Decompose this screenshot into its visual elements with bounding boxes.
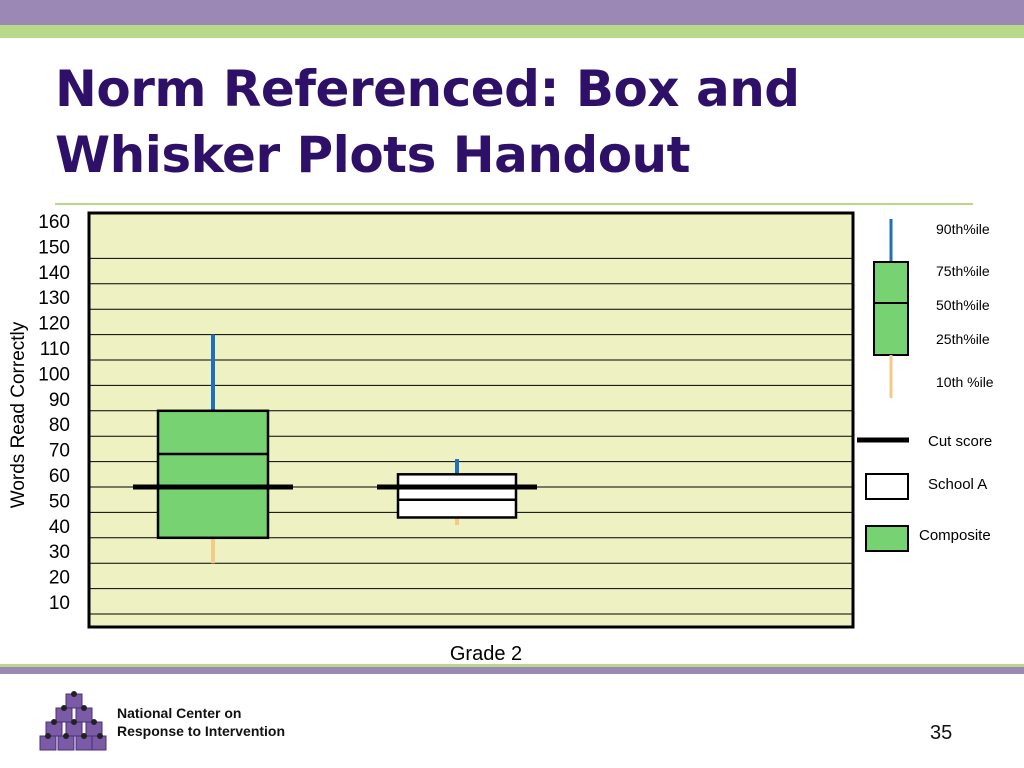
iqr-box [396,473,518,519]
y-axis-label: Words Read Correctly [8,321,29,508]
y-tick-label: 60 [49,466,70,487]
y-tick-label: 160 [38,212,70,233]
box-whisker-chart: 102030405060708090100110120130140150160 … [8,211,994,665]
y-tick-label: 100 [38,364,70,385]
legend-p10-label: 10th %ile [936,374,994,390]
legend-p90: 90th%ile [936,221,990,237]
legend-cut-score-label: Cut score [928,433,992,450]
y-tick-label: 110 [40,339,70,360]
legend-p90-label: 90th%ile [936,221,990,237]
y-tick-label: 120 [38,314,70,335]
legend-p25-label: 25th%ile [936,331,990,347]
bottom-green-band [0,664,1024,667]
legend-school-a-swatch [865,473,909,500]
ncrti-logo-icon [39,691,107,751]
y-tick-label: 40 [49,517,70,538]
slide-title-line-2: Whisker Plots Handout [55,126,691,184]
legend-school-a-label: School A [928,476,987,493]
gridlines [89,257,853,615]
y-axis-ticks: 10 20 30 40 50 60 70 80 90 100 110 120 130 140 150 160 [38,212,70,614]
y-tick-label: 150 [38,237,70,258]
legend-p25: 25th%ile [936,331,990,347]
slide-title: Norm Referenced: Box and Whisker Plots H… [55,56,855,188]
organization-name: National Center on Response to Intervent… [117,704,285,740]
plot-border [87,211,855,629]
top-green-band [0,25,1024,38]
iqr-box [156,409,270,540]
title-divider [55,203,973,205]
box-plots [133,334,537,564]
org-name-line-2: Response to Intervention [117,723,286,739]
legend-p75-label: 75th%ile [936,263,990,279]
y-tick-label: 50 [49,491,70,512]
legend-p50: 50th%ile [936,297,990,313]
legend-p50-label: 50th%ile [936,297,990,313]
legend-p75: 75th%ile [936,263,990,279]
box-school-a [377,459,537,526]
legend: 90th%ile 75th%ile 50th%ile 25th%ile 10th… [857,219,994,552]
y-tick-label: 20 [49,568,70,589]
slide-title-line-1: Norm Referenced: Box and [55,60,800,118]
y-tick-label: 70 [49,441,70,462]
bottom-purple-band [0,667,1024,674]
y-tick-label: 130 [38,288,70,309]
page-number: 35 [930,722,953,744]
legend-p10: 10th %ile [936,374,994,390]
box-composite [133,334,293,564]
org-name-line-1: National Center on [117,705,242,721]
y-tick-label: 140 [38,263,70,284]
top-purple-band [0,0,1024,25]
y-tick-label: 90 [49,390,70,411]
legend-composite-label: Composite [919,527,991,544]
y-tick-label: 10 [49,593,70,614]
y-tick-label: 80 [49,415,70,436]
legend-box [873,261,909,356]
x-axis-label: Grade 2 [450,643,522,665]
y-tick-label: 30 [49,542,70,563]
legend-composite-swatch [865,525,909,552]
